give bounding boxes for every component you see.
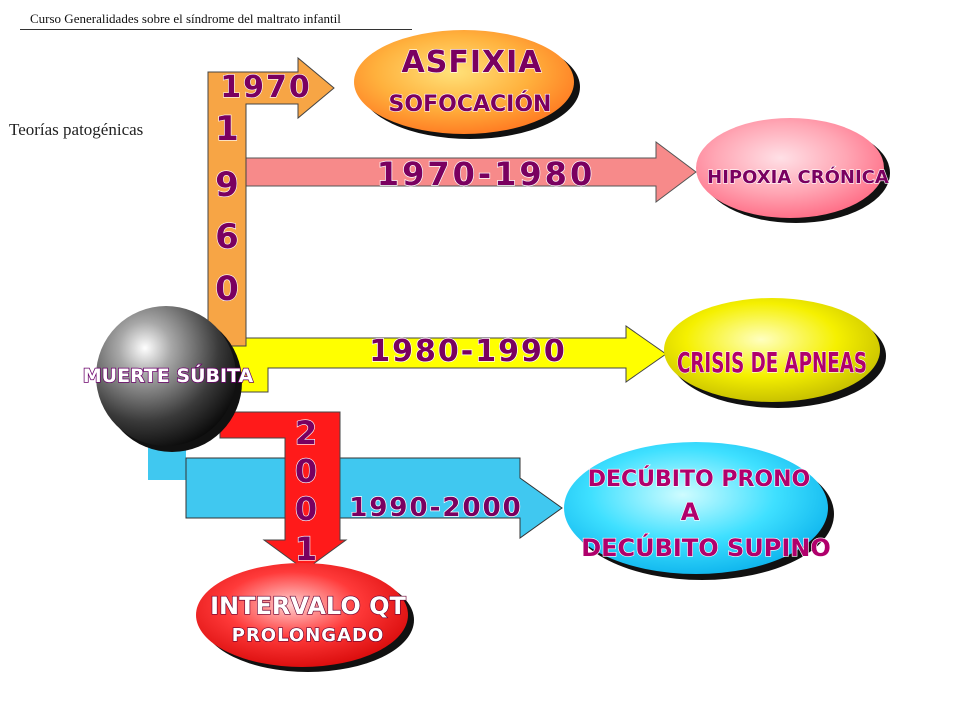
arrow-1970-1980 — [245, 141, 697, 203]
course-title: Curso Generalidades sobre el síndrome de… — [30, 11, 341, 26]
qt-line1: INTERVALO QT — [210, 592, 406, 620]
subtitle: Teorías patogénicas — [9, 120, 144, 139]
asfixia-line1: ASFIXIA — [402, 45, 543, 80]
hipoxia-ellipse — [696, 118, 884, 218]
apneas-ellipse — [664, 298, 880, 402]
qt-ellipse — [196, 563, 408, 667]
qt-line2: PROLONGADO — [232, 625, 385, 646]
period-1990-2000: 1990-2000 — [349, 493, 523, 523]
decubito-line3: DECÚBITO SUPINO — [581, 532, 831, 562]
asfixia-line2: SOFOCACIÓN — [389, 91, 552, 117]
year-digit: 6 — [215, 217, 239, 257]
decubito-ellipse — [564, 442, 828, 574]
asfixia-ellipse — [354, 30, 574, 134]
year-1970-label: 1970 — [220, 70, 312, 105]
muerte-subita-label: MUERTE SÚBITA — [83, 363, 254, 387]
decubito-line2: A — [681, 498, 700, 526]
year-digit: 1 — [215, 109, 239, 149]
hipoxia-label: HIPOXIA CRÓNICA — [707, 166, 889, 188]
apneas-label: CRISIS DE APNEAS — [677, 346, 867, 379]
arrow-1960-1970-up — [207, 56, 335, 347]
year-digit: 0 — [295, 452, 317, 490]
arrow-1980-1990 — [227, 325, 667, 393]
year-digit: 0 — [215, 269, 239, 309]
year-digit: 2 — [295, 414, 317, 452]
year-digit: 9 — [215, 165, 239, 205]
decubito-line1: DECÚBITO PRONO — [588, 466, 811, 492]
arrow-1990-2000 — [185, 457, 563, 539]
header-rule — [20, 29, 412, 30]
period-1980-1990: 1980-1990 — [369, 334, 566, 369]
period-1970-1980: 1970-1980 — [377, 155, 595, 193]
year-digit: 0 — [295, 490, 317, 528]
arrow-2001-down — [219, 411, 348, 571]
year-digit: 1 — [295, 530, 317, 568]
